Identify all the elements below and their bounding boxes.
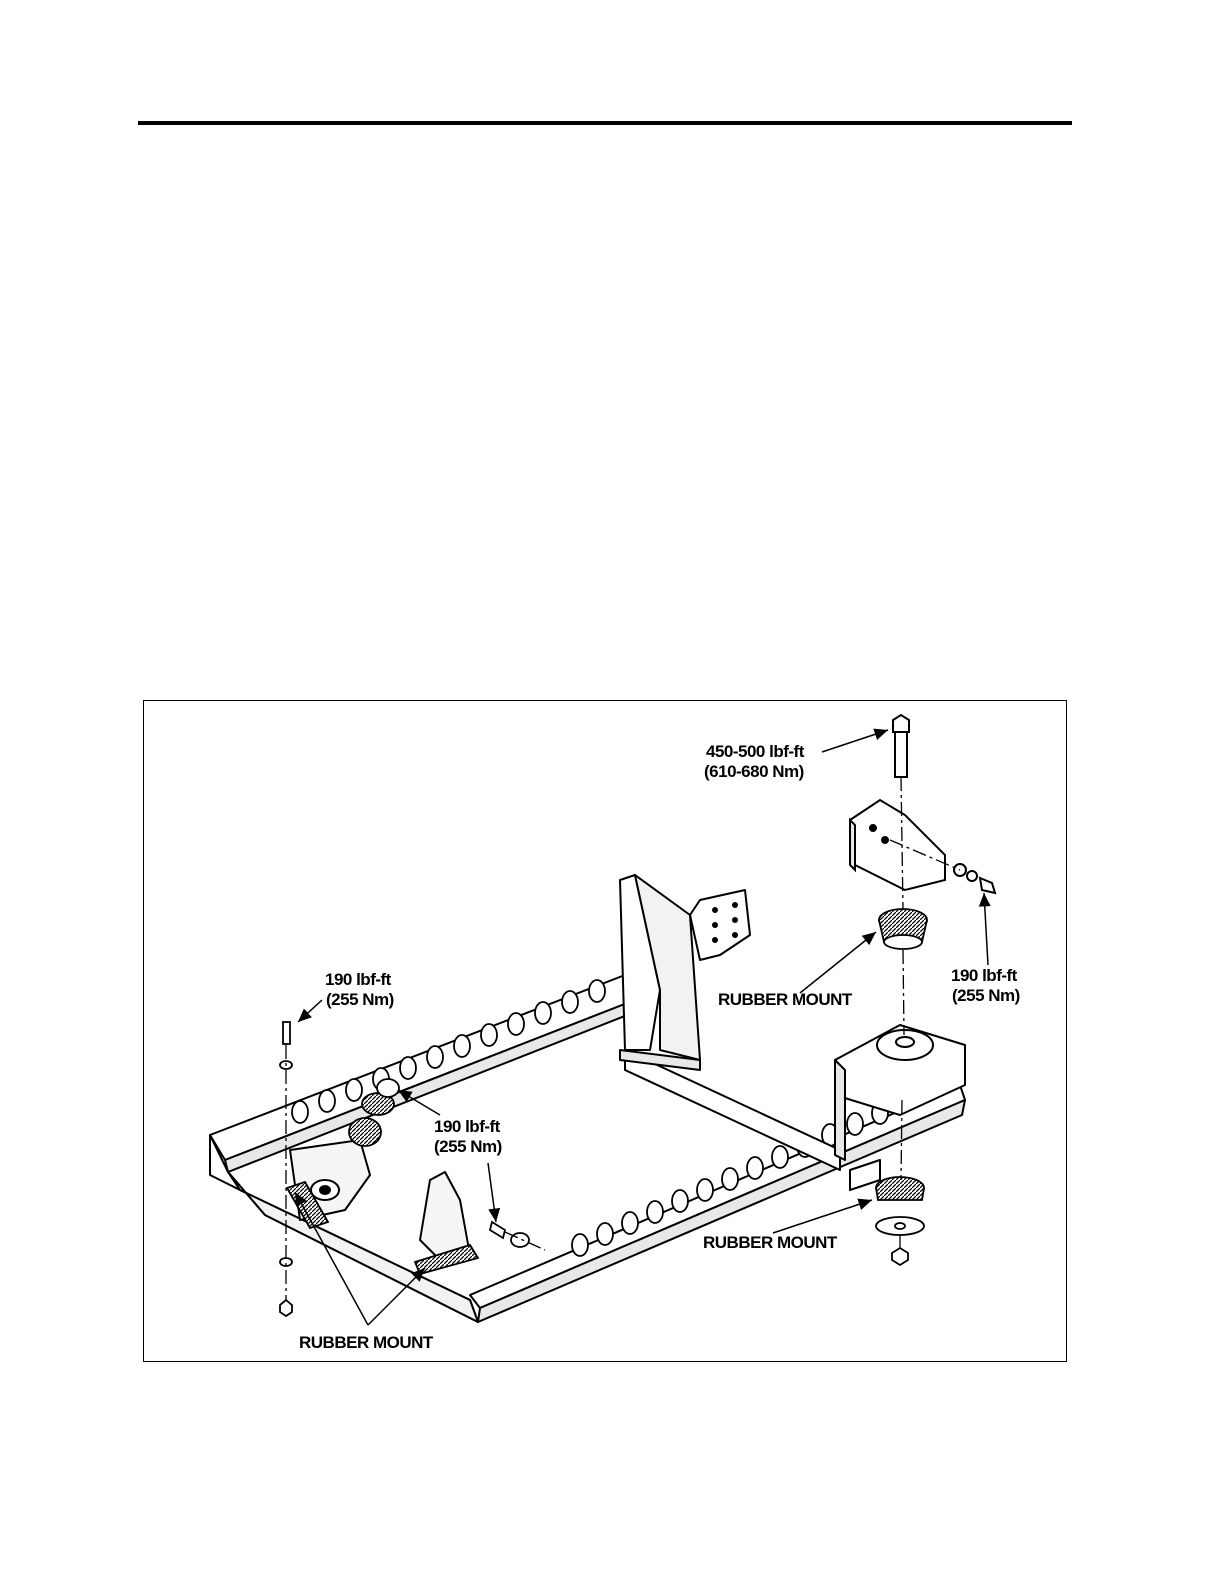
rubber-mount-upper-icon	[879, 909, 927, 949]
rubber-mount-lower-icon	[876, 1177, 924, 1265]
center-bolt-torque-label: 190 lbf-ft	[434, 1117, 500, 1137]
top-bolt-torque-metric-label: (610-680 Nm)	[704, 762, 804, 782]
rubber-mount-lower-label: RUBBER MOUNT	[703, 1233, 837, 1253]
right-bolt-torque-label: 190 lbf-ft	[951, 966, 1017, 986]
left-bolt-torque-metric-label: (255 Nm)	[326, 990, 394, 1010]
right-bolt-torque-metric-label: (255 Nm)	[952, 986, 1020, 1006]
center-upright-bracket	[620, 875, 750, 1070]
rubber-mount-upper-label: RUBBER MOUNT	[718, 990, 852, 1010]
left-bolt-torque-label: 190 lbf-ft	[325, 970, 391, 990]
front-side-rail	[470, 1085, 965, 1322]
rubber-mount-left-label: RUBBER MOUNT	[299, 1333, 433, 1353]
center-bolt-torque-metric-label: (255 Nm)	[434, 1137, 502, 1157]
top-bolt-assembly	[850, 715, 995, 893]
rear-side-rail	[210, 975, 635, 1172]
top-bolt-torque-label: 450-500 lbf-ft	[706, 742, 804, 762]
cross-tube	[625, 1050, 840, 1170]
